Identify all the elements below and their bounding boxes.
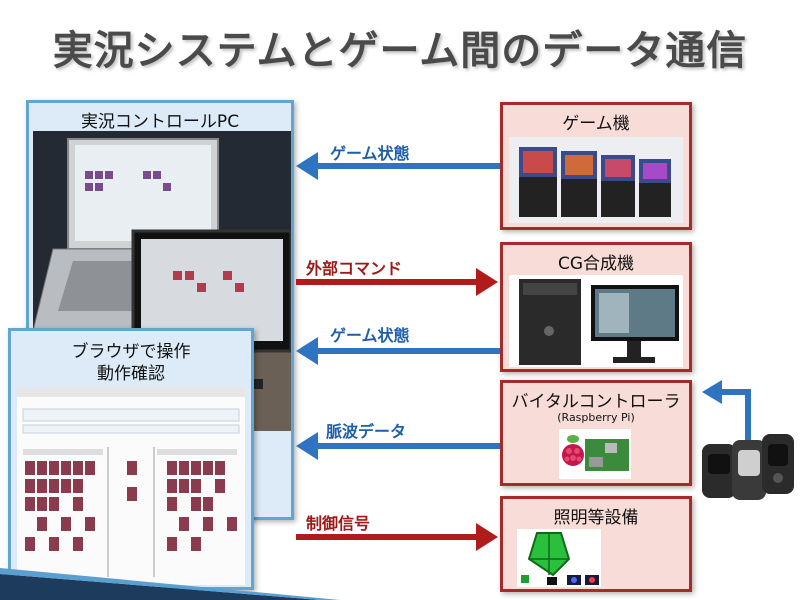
label-external-command: 外部コマンド xyxy=(306,259,403,278)
browser-screenshot xyxy=(17,387,245,585)
game-machine-label: ゲーム機 xyxy=(562,114,630,134)
control-pc-label: 実況コントロールPC xyxy=(80,112,240,132)
browser-ui-image xyxy=(17,387,245,585)
stage-light-icon xyxy=(517,529,601,587)
lighting-box: 照明等設備 xyxy=(500,496,692,592)
label-control-signal: 制御信号 xyxy=(306,514,371,533)
label-game-state-1: ゲーム状態 xyxy=(330,144,410,163)
cg-machine-box: CG合成機 xyxy=(500,242,692,372)
vital-controller-sublabel: (Raspberry Pi) xyxy=(557,411,635,424)
lighting-photo xyxy=(517,529,601,587)
arrow-game-state-1 xyxy=(296,152,500,180)
browser-box: ブラウザで操作 動作確認 xyxy=(8,328,254,590)
browser-label-line2: 動作確認 xyxy=(97,364,165,384)
workstation-photo xyxy=(509,275,683,367)
slide-title: 実況システムとゲーム間のデータ通信 xyxy=(52,28,748,74)
vital-controller-box: バイタルコントローラ (Raspberry Pi) xyxy=(500,380,692,486)
slide-corner-decoration xyxy=(0,568,340,600)
cg-machine-label: CG合成機 xyxy=(557,254,635,274)
workstation-image xyxy=(509,275,683,367)
arrow-game-state-2 xyxy=(296,337,500,365)
browser-label-line1: ブラウザで操作 xyxy=(71,342,191,362)
arrow-external-command xyxy=(296,268,498,296)
lighting-label: 照明等設備 xyxy=(553,508,639,528)
raspberry-pi-photo xyxy=(559,429,631,479)
raspberry-pi-icon xyxy=(559,429,631,479)
arcade-cabinets-image xyxy=(509,137,683,223)
arcade-cabinets-photo xyxy=(509,137,683,223)
pulse-sensor-devices xyxy=(702,434,794,500)
label-pulse-data: 脈波データ xyxy=(326,422,407,441)
vital-controller-label: バイタルコントローラ xyxy=(511,392,681,412)
arrow-control-signal xyxy=(296,523,498,551)
label-game-state-2: ゲーム状態 xyxy=(330,326,410,345)
game-machine-box: ゲーム機 xyxy=(500,102,692,230)
arrow-pulse-data xyxy=(296,432,500,460)
arrow-sensor-to-vital xyxy=(702,380,751,440)
